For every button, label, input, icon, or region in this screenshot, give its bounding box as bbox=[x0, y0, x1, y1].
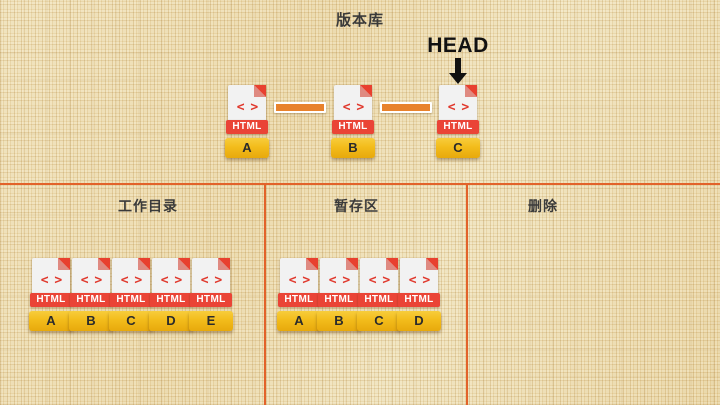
commit-connector-b-c bbox=[380, 102, 432, 113]
code-glyph: < > bbox=[80, 273, 102, 288]
working-file-c[interactable]: < > HTML C bbox=[109, 258, 153, 331]
file-tag[interactable]: D bbox=[149, 311, 193, 331]
file-tag[interactable]: B bbox=[69, 311, 113, 331]
html-file-icon: < > HTML bbox=[278, 258, 320, 307]
file-tag[interactable]: C bbox=[357, 311, 401, 331]
file-type-badge: HTML bbox=[226, 120, 268, 134]
file-tag[interactable]: D bbox=[397, 311, 441, 331]
staging-file-c[interactable]: < > HTML C bbox=[357, 258, 401, 331]
repository-title: 版本库 bbox=[335, 12, 384, 29]
commit-tag[interactable]: A bbox=[225, 138, 269, 158]
code-glyph: < > bbox=[40, 273, 62, 288]
file-type-badge: HTML bbox=[398, 293, 440, 307]
html-file-icon: < > HTML bbox=[437, 85, 479, 134]
file-type-badge: HTML bbox=[70, 293, 112, 307]
file-tag[interactable]: A bbox=[29, 311, 73, 331]
html-file-icon: < > HTML bbox=[318, 258, 360, 307]
commit-node-a[interactable]: < > HTML A bbox=[225, 85, 269, 158]
working-file-a[interactable]: < > HTML A bbox=[29, 258, 73, 331]
file-type-badge: HTML bbox=[190, 293, 232, 307]
html-file-icon: < > HTML bbox=[358, 258, 400, 307]
file-type-badge: HTML bbox=[358, 293, 400, 307]
code-glyph: < > bbox=[120, 273, 142, 288]
code-glyph: < > bbox=[342, 100, 364, 115]
html-file-icon: < > HTML bbox=[30, 258, 72, 307]
file-tag[interactable]: A bbox=[277, 311, 321, 331]
commit-connector-a-b bbox=[274, 102, 326, 113]
file-tag[interactable]: E bbox=[189, 311, 233, 331]
working-file-e[interactable]: < > HTML E bbox=[189, 258, 233, 331]
section-title-staging-area: 暂存区 bbox=[334, 198, 379, 214]
code-glyph: < > bbox=[408, 273, 430, 288]
commit-tag[interactable]: B bbox=[331, 138, 375, 158]
staging-file-b[interactable]: < > HTML B bbox=[317, 258, 361, 331]
commit-tag[interactable]: C bbox=[436, 138, 480, 158]
commit-node-c[interactable]: < > HTML C bbox=[436, 85, 480, 158]
file-tag[interactable]: C bbox=[109, 311, 153, 331]
file-tag[interactable]: B bbox=[317, 311, 361, 331]
code-glyph: < > bbox=[200, 273, 222, 288]
file-type-badge: HTML bbox=[437, 120, 479, 134]
code-glyph: < > bbox=[328, 273, 350, 288]
html-file-icon: < > HTML bbox=[226, 85, 268, 134]
deleted-area-empty bbox=[468, 185, 720, 405]
vertical-divider-left bbox=[264, 183, 266, 405]
staging-file-a[interactable]: < > HTML A bbox=[277, 258, 321, 331]
code-glyph: < > bbox=[447, 100, 469, 115]
working-file-d[interactable]: < > HTML D bbox=[149, 258, 193, 331]
head-pointer-label: HEAD bbox=[427, 34, 489, 57]
code-glyph: < > bbox=[236, 100, 258, 115]
code-glyph: < > bbox=[368, 273, 390, 288]
file-type-badge: HTML bbox=[332, 120, 374, 134]
code-glyph: < > bbox=[288, 273, 310, 288]
html-file-icon: < > HTML bbox=[70, 258, 112, 307]
file-type-badge: HTML bbox=[30, 293, 72, 307]
html-file-icon: < > HTML bbox=[332, 85, 374, 134]
horizontal-divider bbox=[0, 183, 720, 185]
file-type-badge: HTML bbox=[150, 293, 192, 307]
html-file-icon: < > HTML bbox=[398, 258, 440, 307]
file-type-badge: HTML bbox=[110, 293, 152, 307]
staging-file-d[interactable]: < > HTML D bbox=[397, 258, 441, 331]
html-file-icon: < > HTML bbox=[150, 258, 192, 307]
vertical-divider-right bbox=[466, 183, 468, 405]
file-type-badge: HTML bbox=[318, 293, 360, 307]
commit-node-b[interactable]: < > HTML B bbox=[331, 85, 375, 158]
html-file-icon: < > HTML bbox=[190, 258, 232, 307]
section-title-deleted: 删除 bbox=[528, 198, 558, 214]
head-arrow-icon bbox=[449, 58, 467, 84]
working-file-b[interactable]: < > HTML B bbox=[69, 258, 113, 331]
code-glyph: < > bbox=[160, 273, 182, 288]
section-title-working-directory: 工作目录 bbox=[118, 198, 178, 214]
html-file-icon: < > HTML bbox=[110, 258, 152, 307]
file-type-badge: HTML bbox=[278, 293, 320, 307]
